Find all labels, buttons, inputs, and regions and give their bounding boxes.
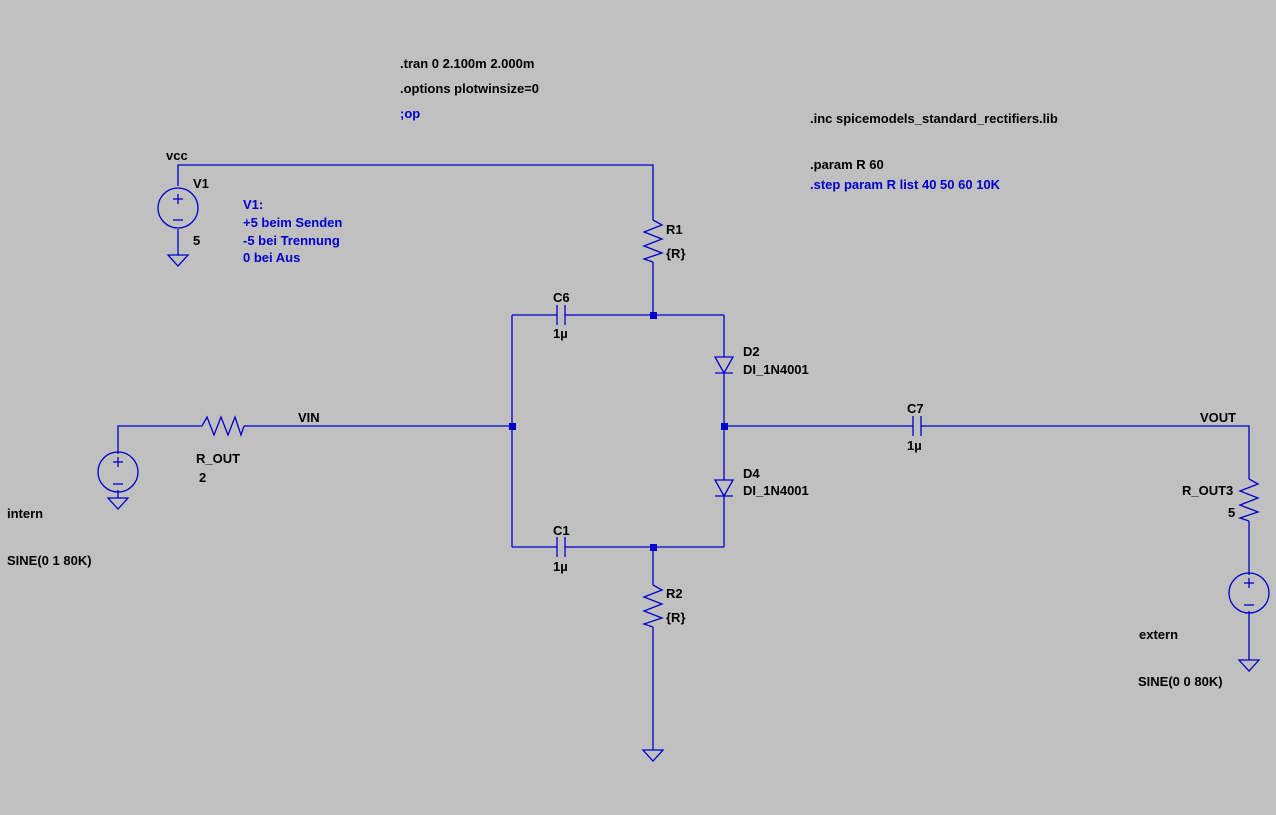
- label-c7-name: C7: [907, 401, 924, 416]
- resistor-r2[interactable]: [641, 584, 664, 628]
- label-c1-name: C1: [553, 523, 570, 538]
- label-v1-name: V1: [193, 176, 209, 191]
- label-c6-name: C6: [553, 290, 570, 305]
- label-intern-value[interactable]: SINE(0 1 80K): [7, 553, 92, 568]
- comment-line-4[interactable]: 0 bei Aus: [243, 250, 300, 265]
- voltage-source-v1[interactable]: [157, 187, 199, 229]
- label-v1-value[interactable]: 5: [193, 233, 200, 248]
- directive-op-comment[interactable]: ;op: [400, 106, 420, 121]
- label-r-out3-name: R_OUT3: [1182, 483, 1233, 498]
- label-r1-value[interactable]: {R}: [666, 246, 686, 261]
- directive-inc[interactable]: .inc spicemodels_standard_rectifiers.lib: [810, 111, 1058, 126]
- resistor-r1[interactable]: [641, 219, 664, 263]
- net-label-vout[interactable]: VOUT: [1200, 410, 1236, 425]
- label-extern-name: extern: [1139, 627, 1178, 642]
- junction-top: [650, 312, 657, 319]
- label-r-out-name: R_OUT: [196, 451, 240, 466]
- capacitor-c7[interactable]: [908, 416, 926, 436]
- directive-tran[interactable]: .tran 0 2.100m 2.000m: [400, 56, 534, 71]
- wire-vout[interactable]: [926, 425, 1250, 479]
- junction-mid: [721, 423, 728, 430]
- directive-step[interactable]: .step param R list 40 50 60 10K: [810, 177, 1001, 192]
- label-d2-name: D2: [743, 344, 760, 359]
- voltage-source-extern[interactable]: [1228, 572, 1270, 614]
- label-r2-name: R2: [666, 586, 683, 601]
- label-r-out3-value[interactable]: 5: [1228, 505, 1235, 520]
- comment-line-2[interactable]: +5 beim Senden: [243, 215, 342, 230]
- label-extern-value[interactable]: SINE(0 0 80K): [1138, 674, 1223, 689]
- label-r2-value[interactable]: {R}: [666, 610, 686, 625]
- directive-options[interactable]: .options plotwinsize=0: [400, 81, 539, 96]
- wire-vcc[interactable]: [177, 164, 654, 220]
- label-d4-value[interactable]: DI_1N4001: [743, 483, 809, 498]
- label-r-out-value[interactable]: 2: [199, 470, 206, 485]
- junction-bottom: [650, 544, 657, 551]
- ground-icon-extern: [1237, 659, 1261, 672]
- label-d2-value[interactable]: DI_1N4001: [743, 362, 809, 377]
- net-label-vcc[interactable]: vcc: [166, 148, 188, 163]
- label-r1-name: R1: [666, 222, 683, 237]
- v1-circle: [157, 187, 199, 229]
- comment-line-1[interactable]: V1:: [243, 197, 263, 212]
- capacitor-c1[interactable]: [552, 537, 570, 557]
- resistor-r-out[interactable]: [201, 415, 245, 438]
- label-c1-value[interactable]: 1µ: [553, 559, 568, 574]
- label-c6-value[interactable]: 1µ: [553, 326, 568, 341]
- comment-line-3[interactable]: -5 bei Trennung: [243, 233, 340, 248]
- label-d4-name: D4: [743, 466, 760, 481]
- wire-intern-to-rout[interactable]: [117, 425, 202, 454]
- net-label-vin[interactable]: VIN: [298, 410, 320, 425]
- ground-icon-v1: [166, 254, 190, 267]
- ground-icon-intern: [106, 497, 130, 510]
- capacitor-c6[interactable]: [552, 305, 570, 325]
- resistor-r-out3[interactable]: [1237, 478, 1260, 522]
- diode-d2[interactable]: [713, 356, 735, 375]
- directive-param[interactable]: .param R 60: [810, 157, 884, 172]
- junctions: [509, 312, 728, 551]
- voltage-source-intern[interactable]: [97, 451, 139, 493]
- diode-d4[interactable]: [713, 479, 735, 498]
- label-intern-name: intern: [7, 506, 43, 521]
- label-c7-value[interactable]: 1µ: [907, 438, 922, 453]
- wires: [117, 164, 1250, 750]
- extern-circle: [1228, 572, 1270, 614]
- intern-circle: [97, 451, 139, 493]
- ground-icon-r2: [641, 749, 665, 762]
- junction-left: [509, 423, 516, 430]
